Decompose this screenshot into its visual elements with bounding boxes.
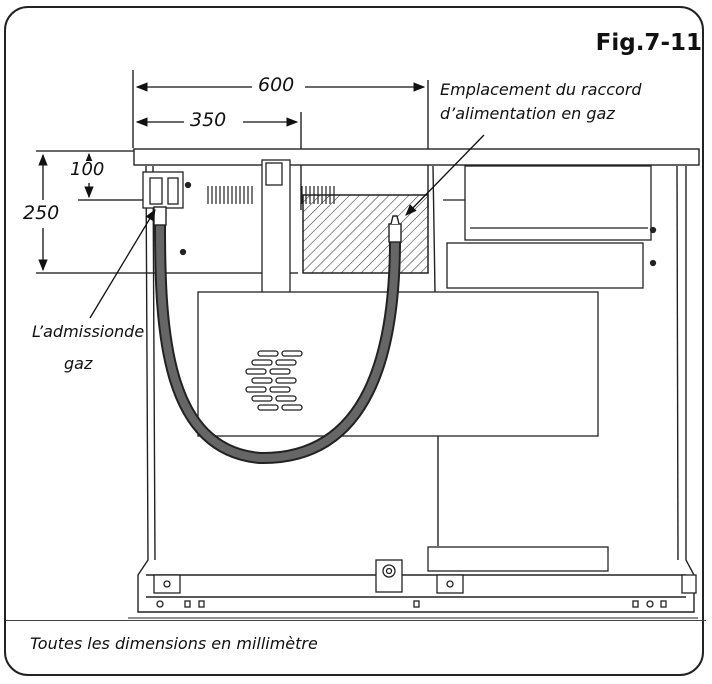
lower-details [153,546,697,608]
vertical-duct [261,159,291,295]
supply-callout-line1: Emplacement du raccord [440,80,642,99]
footer-note: Toutes les dimensions en millimètre [30,634,318,653]
gas-hose [153,206,402,465]
dimension-label-100: 100 [67,161,108,179]
inlet-bracket [142,171,192,256]
right-panels [443,165,657,289]
dimension-label-250: 250 [20,204,63,223]
callout-leaders [89,134,485,319]
dimension-600 [132,70,429,208]
gas-supply-connection-area [302,194,429,274]
figure-frame [4,6,704,676]
footer-divider [6,620,706,621]
inlet-callout-line2: gaz [64,354,93,373]
figure-title: Fig.7-11 [595,30,702,56]
supply-callout-line2: d’alimentation en gaz [440,104,615,123]
main-panel [197,291,599,437]
dimension-label-600: 600 [255,76,298,95]
dimension-100-250 [36,150,298,274]
inlet-callout-line1: L’admissionde [32,322,145,341]
dimension-label-350: 350 [187,111,230,130]
